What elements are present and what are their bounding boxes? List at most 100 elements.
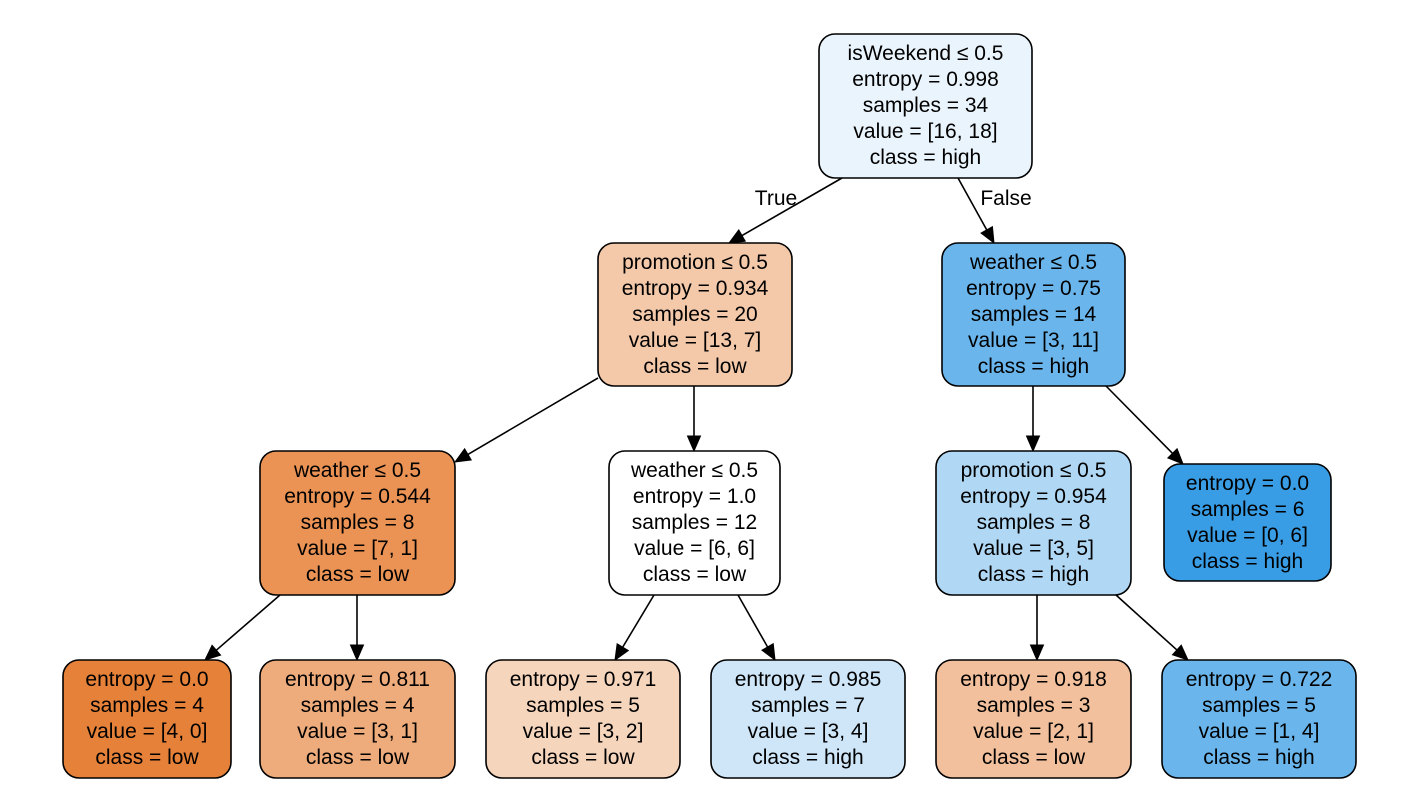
node-box: [941, 242, 1126, 387]
edge-n1-n5: [686, 386, 702, 453]
arrowhead-icon: [980, 225, 995, 245]
node-text-line: entropy = 0.985: [735, 668, 882, 691]
arrowhead-icon: [1025, 435, 1041, 453]
node-text-line: value = [7, 1]: [297, 537, 418, 560]
node-text-line: class = high: [1192, 550, 1303, 573]
edge-n9-n10: [1029, 595, 1045, 662]
node-text-line: class = low: [982, 746, 1086, 769]
tree-node-n3: entropy = 0.0 samples = 4 value = [4, 0] cl…: [62, 659, 232, 779]
node-text-line: value = [4, 0]: [87, 720, 208, 743]
arrowhead-icon: [686, 435, 702, 453]
edge-n8-n9: [1025, 386, 1041, 453]
node-text-line: value = [6, 6]: [634, 537, 755, 560]
node-text-line: class = high: [752, 746, 863, 769]
node-text-line: entropy = 0.811: [285, 668, 430, 691]
arrowhead-icon: [349, 644, 365, 662]
arrowhead-icon: [1171, 644, 1189, 661]
node-text-line: samples = 4: [90, 694, 204, 717]
edge-n5-n6: [614, 594, 655, 662]
node-box: [935, 450, 1132, 596]
node-text-line: samples = 34: [863, 94, 989, 117]
node-text-line: entropy = 0.971: [510, 668, 657, 691]
edge-n8-n12: [1105, 385, 1184, 465]
node-box: [1161, 659, 1357, 779]
node-text-line: entropy = 0.544: [284, 485, 431, 508]
arrowhead-icon: [453, 447, 473, 463]
node-text-line: promotion ≤ 0.5: [622, 251, 768, 274]
edge-n2-n4: [349, 595, 365, 662]
tree-node-n2: weather ≤ 0.5 entropy = 0.544 samples = 8 v…: [259, 450, 456, 596]
edge-n5-n7: [737, 594, 776, 662]
node-text-line: entropy = 1.0: [633, 485, 756, 508]
node-text-line: samples = 8: [977, 511, 1091, 534]
arrowhead-icon: [204, 644, 222, 661]
node-text-line: value = [2, 1]: [973, 720, 1094, 743]
node-text-line: class = high: [978, 355, 1089, 378]
node-text-line: samples = 7: [751, 694, 865, 717]
node-box: [710, 659, 906, 779]
arrowhead-icon: [727, 228, 747, 244]
node-text-line: entropy = 0.954: [960, 485, 1107, 508]
node-text-line: entropy = 0.918: [960, 668, 1107, 691]
node-box: [818, 33, 1033, 179]
arrowhead-icon: [1166, 447, 1184, 465]
node-text-line: samples = 3: [977, 694, 1091, 717]
node-text-line: class = high: [978, 563, 1089, 586]
node-text-line: entropy = 0.0: [85, 668, 208, 691]
node-text-line: entropy = 0.998: [852, 68, 999, 91]
node-box: [935, 659, 1132, 779]
node-text-line: samples = 5: [526, 694, 640, 717]
arrowhead-icon: [1029, 644, 1045, 662]
node-text-line: value = [13, 7]: [629, 329, 762, 352]
edge-n0-n8: False: [957, 177, 1032, 245]
tree-node-n10: entropy = 0.918 samples = 3 value = [2, 1]…: [935, 659, 1132, 779]
node-text-line: class = high: [870, 146, 981, 169]
edge-line: [1105, 385, 1174, 454]
node-text-line: samples = 8: [301, 511, 415, 534]
node-text-line: class = low: [531, 746, 635, 769]
node-box: [1163, 463, 1332, 582]
node-text-line: class = low: [306, 746, 410, 769]
node-text-line: samples = 20: [632, 303, 758, 326]
node-text-line: class = low: [95, 746, 199, 769]
edge-n9-n11: [1115, 594, 1189, 661]
node-box: [608, 450, 781, 596]
node-text-line: entropy = 0.722: [1186, 668, 1333, 691]
tree-node-n5: weather ≤ 0.5 entropy = 1.0 samples = 12 va…: [608, 450, 781, 596]
node-text-line: class = low: [643, 563, 747, 586]
edge-label-false: False: [980, 187, 1031, 210]
node-text-line: value = [3, 11]: [968, 329, 1099, 352]
edge-n0-n1: True: [727, 177, 843, 244]
node-text-line: weather ≤ 0.5: [630, 459, 758, 482]
node-text-line: value = [0, 6]: [1187, 524, 1308, 547]
edge-line: [737, 594, 769, 648]
node-box: [259, 450, 456, 596]
node-text-line: class = high: [1203, 746, 1314, 769]
node-text-line: value = [3, 1]: [297, 720, 418, 743]
arrowhead-icon: [614, 642, 630, 662]
node-text-line: weather ≤ 0.5: [293, 459, 421, 482]
node-text-line: samples = 12: [632, 511, 758, 534]
node-text-line: value = [3, 5]: [973, 537, 1094, 560]
edge-line: [1115, 594, 1178, 651]
arrowhead-icon: [761, 642, 776, 662]
node-text-line: samples = 5: [1202, 694, 1316, 717]
node-text-line: value = [3, 4]: [748, 720, 869, 743]
node-text-line: class = low: [643, 355, 747, 378]
edge-n1-n2: [453, 377, 599, 463]
node-box: [259, 659, 456, 779]
edge-n2-n3: [204, 594, 281, 661]
edge-line: [741, 177, 843, 237]
node-text-line: samples = 14: [971, 303, 1097, 326]
tree-node-n7: entropy = 0.985 samples = 7 value = [3, 4]…: [710, 659, 906, 779]
